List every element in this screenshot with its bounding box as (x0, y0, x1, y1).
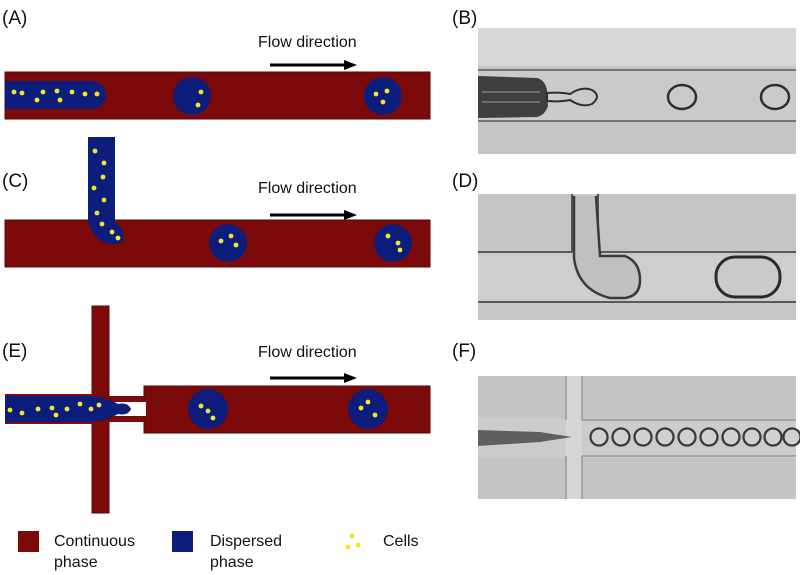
droplet-c1 (209, 224, 247, 262)
droplet-train-f (589, 427, 800, 447)
droplet-b1 (666, 83, 698, 111)
cells-a (11, 88, 390, 108)
cells-e (7, 399, 378, 421)
panel-e-flow-label: Flow direction (258, 344, 357, 361)
legend-cells-label: Cells (383, 533, 419, 550)
panel-b: (B) (452, 8, 796, 154)
droplet-a2 (364, 77, 402, 115)
flow-arrow-a (270, 60, 357, 70)
dispersed-phase-bend-d (572, 195, 642, 300)
panel-c-flow-label: Flow direction (258, 180, 357, 197)
cells-c (91, 148, 403, 253)
legend-swatch-continuous (18, 531, 39, 552)
droplet-e2 (348, 389, 388, 429)
legend-swatch-dispersed (172, 531, 193, 552)
panel-f: (F) (452, 341, 800, 499)
capillary-tip-b (478, 76, 548, 118)
droplet-b2 (759, 83, 791, 111)
panel-e: (E) Flow direction (2, 305, 431, 514)
panel-c: (C) Flow direction (2, 137, 431, 268)
droplet-a1 (173, 77, 211, 115)
panel-a-flow-label: Flow direction (258, 34, 357, 51)
legend-dispersed-line1: Dispersed (210, 533, 282, 550)
droplet-d1 (714, 255, 782, 299)
droplet-c2 (374, 224, 412, 262)
flow-arrow-e (270, 373, 357, 383)
dispersed-inlet-a (5, 81, 106, 109)
legend: Continuous phase Dispersed phase Cells (18, 531, 419, 571)
flow-arrow-c (270, 210, 357, 220)
legend-continuous-line2: phase (54, 554, 98, 571)
panel-a: (A) Flow direction (2, 8, 431, 120)
panel-d-label: (D) (452, 171, 478, 192)
legend-dispersed-line2: phase (210, 554, 254, 571)
panel-d: (D) (452, 171, 796, 320)
capillary-needle-f (478, 430, 572, 446)
panel-f-label: (F) (452, 341, 476, 362)
dispersed-inlet-c (88, 137, 124, 245)
legend-swatch-cells (345, 533, 361, 550)
panel-b-label: (B) (452, 8, 477, 29)
forming-droplet-b (546, 87, 598, 107)
panel-a-label: (A) (2, 8, 27, 29)
panel-c-label: (C) (2, 171, 28, 192)
legend-continuous-line1: Continuous (54, 533, 135, 550)
panel-e-label: (E) (2, 341, 27, 362)
